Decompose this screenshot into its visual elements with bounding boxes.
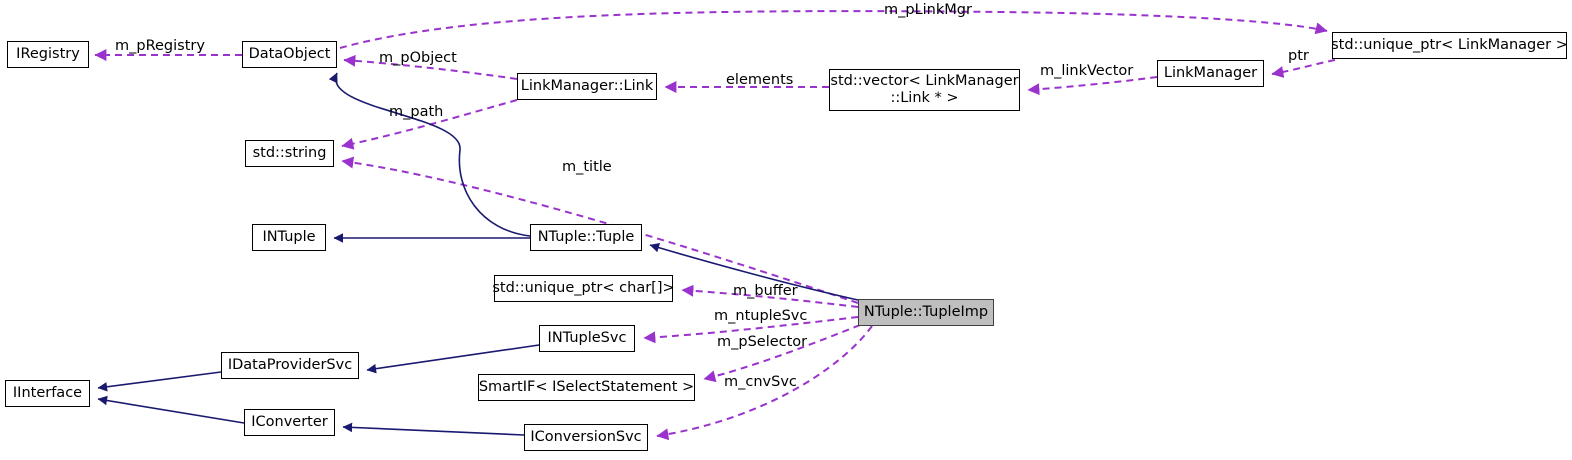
edge-inherit-intuplesvc-idataprovidersvc	[366, 344, 540, 374]
node-intuplesvc[interactable]: INTupleSvc	[539, 325, 635, 352]
node-smartif-iselectstatement[interactable]: SmartIF< ISelectStatement >	[478, 374, 695, 401]
edge-label-m-pregistry: m_pRegistry	[115, 38, 205, 54]
edge-label-m-path: m_path	[389, 104, 444, 120]
edge-inherit-idataprovidersvc-iinterface	[97, 371, 222, 392]
node-std-string[interactable]: std::string	[245, 140, 334, 167]
edge-label-m-pobject: m_pObject	[379, 50, 457, 66]
node-idataprovidersvc[interactable]: IDataProviderSvc	[221, 352, 359, 379]
node-dataobject[interactable]: DataObject	[242, 41, 337, 68]
node-linkmanager[interactable]: LinkManager	[1157, 60, 1264, 87]
edge-label-ptr: ptr	[1288, 48, 1309, 64]
node-ntuple-tuple[interactable]: NTuple::Tuple	[530, 224, 642, 251]
edge-label-m-linkvector: m_linkVector	[1040, 63, 1134, 79]
edge-inherit-iconversionsvc-iconverter	[342, 422, 525, 436]
edge-label-m-pselector: m_pSelector	[717, 334, 808, 350]
node-std-unique-ptr-linkmanager[interactable]: std::unique_ptr< LinkManager >	[1331, 32, 1568, 59]
edge-inherit-iconverter-iinterface	[97, 395, 245, 424]
node-iinterface[interactable]: IInterface	[5, 380, 90, 407]
node-std-unique-ptr-char-array[interactable]: std::unique_ptr< char[]>	[492, 275, 675, 302]
edge-label-elements: elements	[726, 72, 794, 88]
edge-label-m-ntuplesvc: m_ntupleSvc	[714, 308, 808, 324]
node-ntuple-tupleimp[interactable]: NTuple::TupleImp	[858, 299, 994, 326]
edge-label-m-title: m_title	[562, 159, 612, 175]
node-iconverter[interactable]: IConverter	[244, 409, 335, 436]
node-std-vector-linkmanager-link[interactable]: std::vector< LinkManager ::Link * >	[829, 69, 1020, 111]
edge-m-plinkmgr	[339, 10, 1328, 49]
node-iregistry[interactable]: IRegistry	[7, 41, 89, 68]
node-intuple[interactable]: INTuple	[252, 224, 326, 251]
node-linkmanager-link[interactable]: LinkManager::Link	[517, 73, 657, 100]
edge-label-m-cnvsvc: m_cnvSvc	[724, 374, 797, 390]
node-iconversionsvc[interactable]: IConversionSvc	[524, 424, 648, 451]
edge-label-m-buffer: m_buffer	[733, 283, 798, 299]
edge-inherit-tuple-dataobject	[328, 72, 531, 237]
edge-label-m-plinkmgr: m_pLinkMgr	[884, 2, 972, 18]
